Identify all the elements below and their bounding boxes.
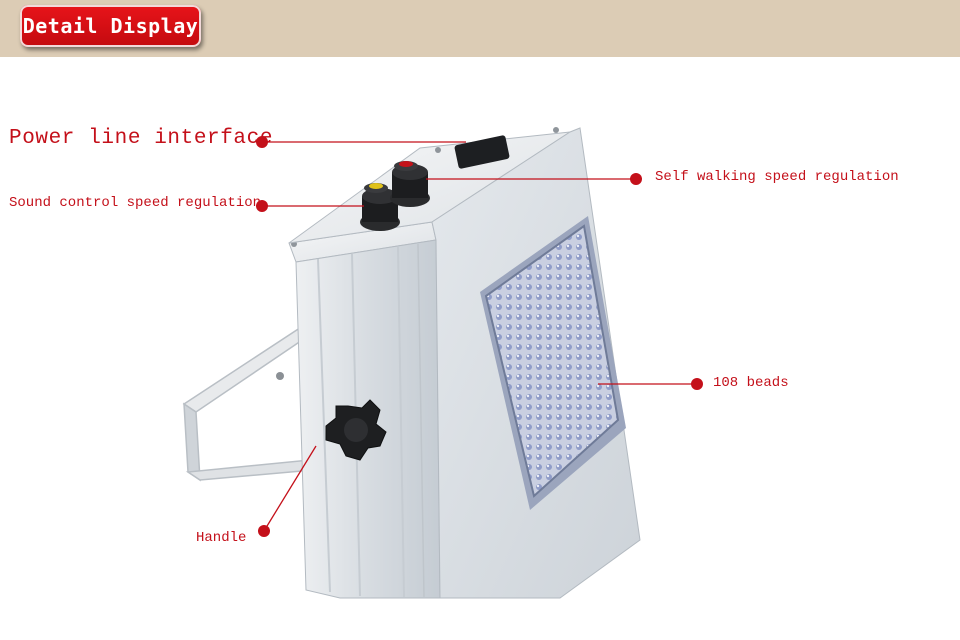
handle-callout-dot	[258, 525, 270, 537]
power-callout-dot	[256, 136, 268, 148]
led-bead-array	[486, 226, 618, 496]
power-line-interface-label: Power line interface	[9, 127, 274, 150]
handle-knob	[325, 399, 387, 461]
self-walking-knob	[390, 161, 430, 207]
handle-callout-line	[263, 445, 317, 532]
power-socket	[454, 135, 510, 169]
housing-front	[431, 127, 641, 599]
sound-callout-dot	[256, 200, 268, 212]
self-walking-callout-dot	[630, 173, 642, 185]
sound-control-label: Sound control speed regulation	[9, 195, 262, 211]
handle-label: Handle	[196, 530, 247, 546]
beads-label: 108 beads	[713, 375, 789, 391]
mounting-bracket	[182, 319, 338, 482]
page-title: Detail Display	[20, 5, 201, 47]
sound-control-knob	[360, 183, 400, 231]
beads-callout-dot	[691, 378, 703, 390]
self-walking-label: Self walking speed regulation	[655, 169, 899, 185]
